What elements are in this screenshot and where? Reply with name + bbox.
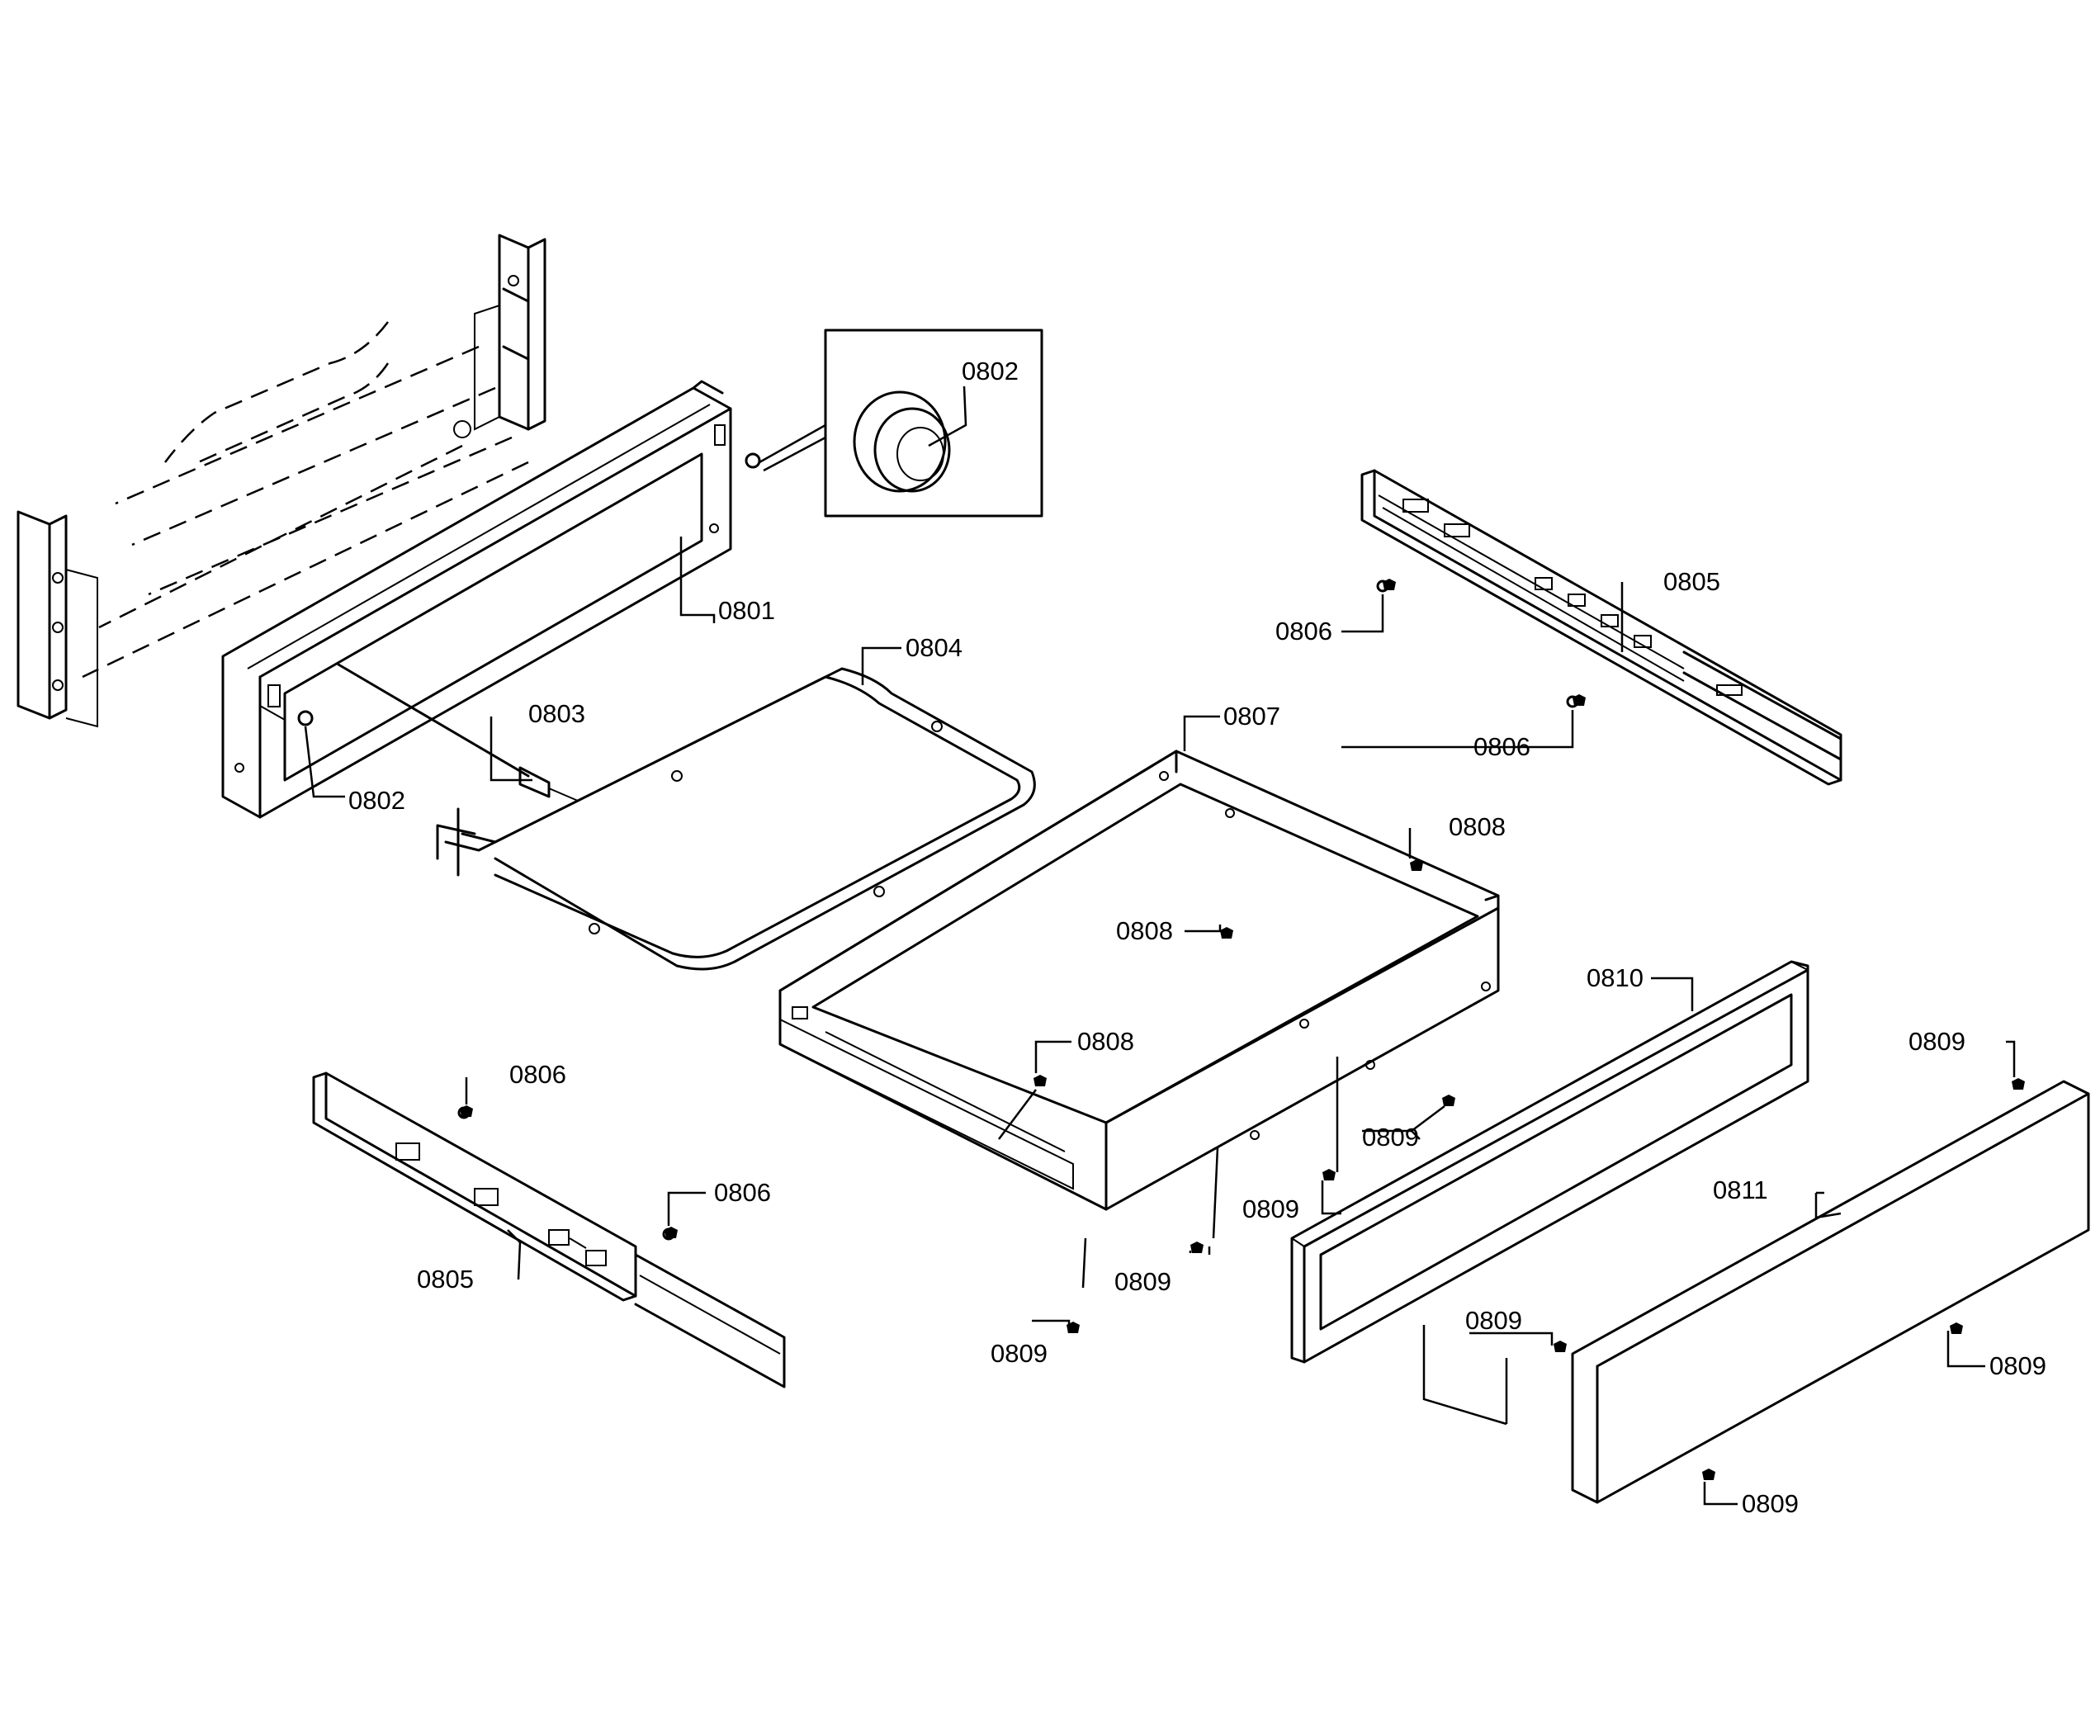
drawer-frame	[221, 380, 732, 819]
callout-0809-drawer-right: 0809	[1362, 1123, 1419, 1152]
callout-0805-left: 0805	[417, 1265, 474, 1294]
callout-0809-panel-top: 0809	[1908, 1027, 1965, 1056]
inner-front-panel	[1290, 960, 1809, 1364]
drawer-box	[778, 750, 1500, 1211]
callout-0807: 0807	[1223, 702, 1280, 731]
callout-0810: 0810	[1587, 963, 1644, 992]
callout-0811: 0811	[1713, 1175, 1768, 1204]
knob-detail	[297, 329, 1043, 726]
screws	[460, 579, 2025, 1480]
callout-0802-knob: 0802	[962, 357, 1019, 386]
slide-rail-left	[312, 1071, 786, 1388]
callout-0803: 0803	[528, 699, 585, 728]
leader-lines	[304, 386, 2016, 1506]
callout-0808-left: 0808	[1077, 1027, 1134, 1056]
callout-0808-right: 0808	[1449, 812, 1506, 841]
callout-0806-right-lower: 0806	[1473, 732, 1530, 761]
callout-0802-frame: 0802	[348, 786, 405, 815]
callout-0809-drawer-left: 0809	[1114, 1267, 1171, 1296]
callout-0806-left-upper: 0806	[509, 1060, 566, 1089]
callout-labels: 0802 0801 0802 0803 0804 0805 0806 0806 …	[348, 357, 2046, 1518]
callout-0809-panel-left: 0809	[1465, 1306, 1522, 1335]
callout-0806-right-upper: 0806	[1275, 617, 1332, 646]
sensor	[337, 663, 579, 802]
outer-front-panel	[1571, 1080, 2090, 1504]
rear-frame	[17, 234, 546, 728]
callout-0805-right: 0805	[1663, 567, 1720, 596]
callout-0801: 0801	[718, 596, 775, 625]
slide-rail-right	[1360, 469, 1842, 786]
heating-element	[436, 667, 1036, 971]
callout-0808-middle: 0808	[1116, 916, 1173, 945]
callout-0809-drawer-bottom: 0809	[991, 1339, 1048, 1368]
callout-0809-drawer-middle: 0809	[1242, 1194, 1299, 1223]
callout-0809-panel-right: 0809	[1989, 1351, 2046, 1380]
callout-0806-left-lower: 0806	[714, 1178, 771, 1207]
callout-0809-panel-bottom: 0809	[1742, 1489, 1799, 1518]
callout-0804: 0804	[906, 633, 962, 662]
